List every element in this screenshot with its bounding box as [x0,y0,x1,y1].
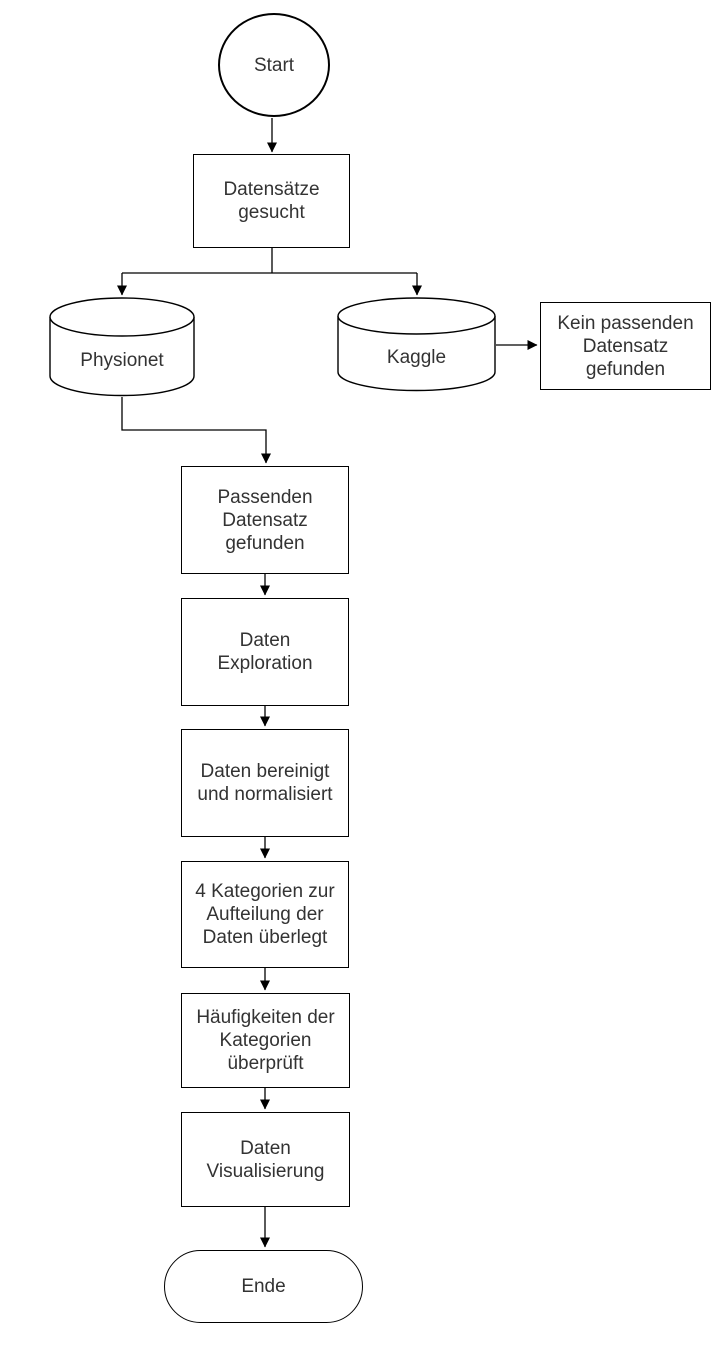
node-daten-bereinigt-label: Daten bereinigt und normalisiert [197,761,333,805]
edge-datensaetze-branch [122,248,417,274]
node-datensaetze-gesucht-label: Datensätze gesucht [223,179,320,223]
node-kategorien-ueberlegt-label: 4 Kategorien zur Aufteilung der Daten üb… [195,881,335,948]
node-haeufigkeiten-ueberprueft-label: Häufigkeiten der Kategorien überprüft [196,1007,335,1074]
node-passenden-datensatz: Passenden Datensatz gefunden [181,466,349,574]
node-datensaetze-gesucht: Datensätze gesucht [193,154,350,248]
node-passenden-datensatz-label: Passenden Datensatz gefunden [217,486,313,554]
node-physionet-label: Physionet [80,349,164,371]
node-daten-exploration: Daten Exploration [181,598,349,706]
node-haeufigkeiten-ueberprueft: Häufigkeiten der Kategorien überprüft [181,993,350,1088]
node-start-label: Start [253,54,295,76]
node-kategorien-ueberlegt: 4 Kategorien zur Aufteilung der Daten üb… [181,861,349,968]
edge-physionet-to-passenden [121,397,271,464]
node-start: Start [218,13,330,117]
node-daten-visualisierung: Daten Visualisierung [181,1112,350,1207]
node-daten-exploration-label: Daten Exploration [217,630,313,674]
node-kein-passenden-datensatz-label: Kein passenden Datensatz gefunden [557,312,694,380]
node-kaggle: Kaggle [337,297,496,392]
node-ende-label: Ende [241,1276,286,1297]
node-kein-passenden-datensatz: Kein passenden Datensatz gefunden [540,302,711,390]
database-cylinder-icon [337,297,496,392]
node-daten-visualisierung-label: Daten Visualisierung [206,1137,325,1182]
node-daten-bereinigt: Daten bereinigt und normalisiert [181,729,349,837]
database-cylinder-icon [49,297,195,397]
node-kaggle-label: Kaggle [386,347,447,368]
node-ende: Ende [164,1250,363,1323]
node-physionet: Physionet [49,297,195,397]
